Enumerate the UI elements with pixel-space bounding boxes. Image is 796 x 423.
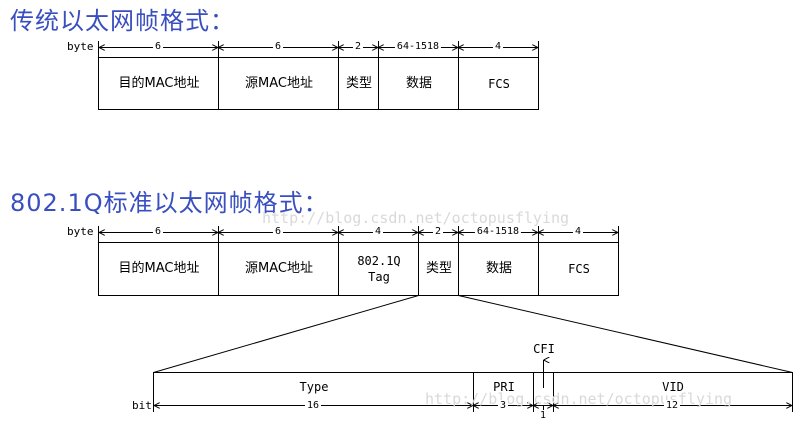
dot1q-size-fcs: 4 [572,226,584,238]
standard-field-src-mac: 源MAC地址 [245,75,313,91]
standard-size-type: 2 [352,41,364,53]
dot1q-field-src-mac: 源MAC地址 [245,261,313,276]
dot1q-frame-title: 802.1Q标准以太网帧格式： [10,189,329,217]
standard-field-data: 数据 [405,75,432,91]
tag-unit-label: bit [132,399,152,412]
standard-field-dst-mac: 目的MAC地址 [118,75,200,91]
tag-field-pri: PRI [493,380,515,394]
tag-size-pri: 3 [497,400,509,412]
dot1q-size-type: 2 [432,226,444,238]
dot1q-field-type: 类型 [425,261,452,276]
dot1q-field-data: 数据 [485,261,512,276]
standard-size-src-mac: 6 [272,41,284,53]
tag-field-vid: VID [662,380,684,394]
dot1q-field-tag: 802.1Q Tag [357,254,401,284]
dot1q-size-tag: 4 [372,226,384,238]
dot1q-size-dst-mac: 6 [152,226,164,238]
dot1q-size-data: 64-1518 [474,226,522,238]
dot1q-field-dst-mac: 目的MAC地址 [118,261,200,276]
tag-size-type: 16 [304,400,322,412]
tag-size-cfi: 1 [538,410,548,422]
dot1q-field-fcs: FCS [568,262,590,276]
standard-field-type: 类型 [345,75,372,91]
standard-frame-title: 传统以太网帧格式： [10,7,235,35]
tag-size-vid: 12 [663,400,681,412]
standard-size-fcs: 4 [492,41,504,53]
tag-field-type: Type [299,380,329,394]
dot1q-size-src-mac: 6 [272,226,284,238]
standard-size-data: 64-1518 [394,41,442,53]
standard-field-fcs: FCS [488,76,510,91]
tag-cfi-label: CFI [533,342,555,356]
standard-unit-label: byte [67,40,94,53]
standard-size-dst-mac: 6 [152,41,164,53]
dot1q-unit-label: byte [67,225,94,238]
